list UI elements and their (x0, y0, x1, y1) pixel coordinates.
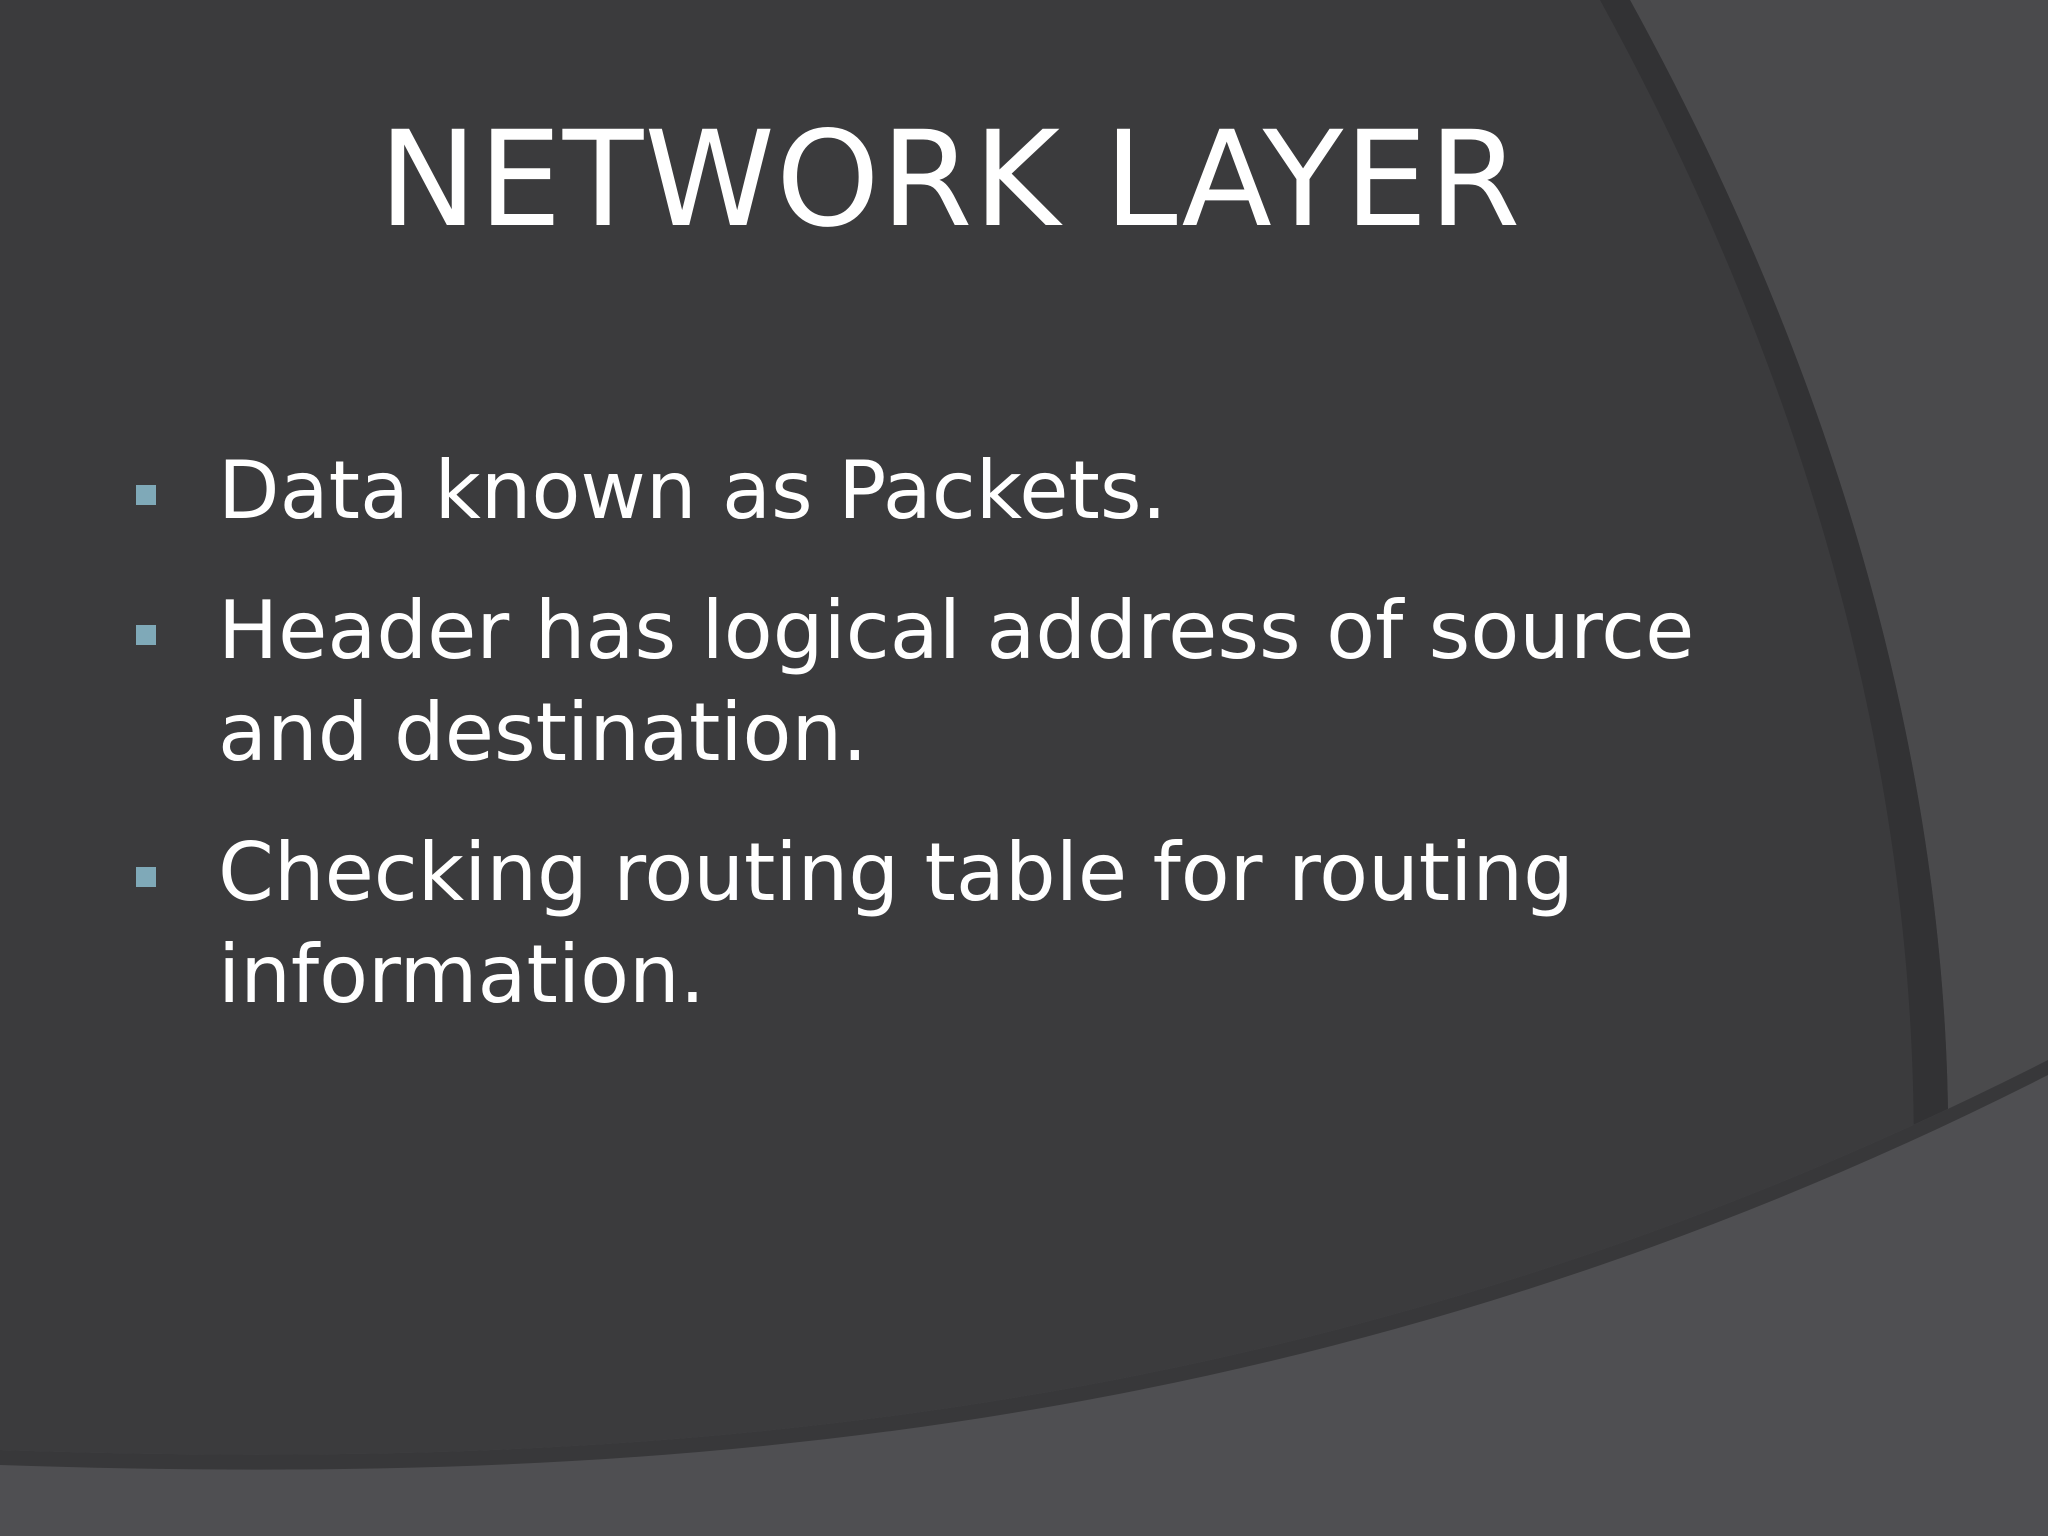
square-bullet-icon (136, 625, 156, 645)
bullet-list: Data known as Packets. Header has logica… (130, 440, 1730, 1064)
bullet-item: Checking routing table for routing infor… (130, 822, 1730, 1026)
bullet-item: Header has logical address of source and… (130, 580, 1730, 784)
square-bullet-icon (136, 867, 156, 887)
bullet-text: Data known as Packets. (218, 444, 1167, 537)
bullet-text: Checking routing table for routing infor… (218, 826, 1574, 1021)
bullet-item: Data known as Packets. (130, 440, 1730, 542)
slide-title: NETWORK LAYER (378, 103, 1522, 257)
square-bullet-icon (136, 485, 156, 505)
bullet-text: Header has logical address of source and… (218, 584, 1695, 779)
